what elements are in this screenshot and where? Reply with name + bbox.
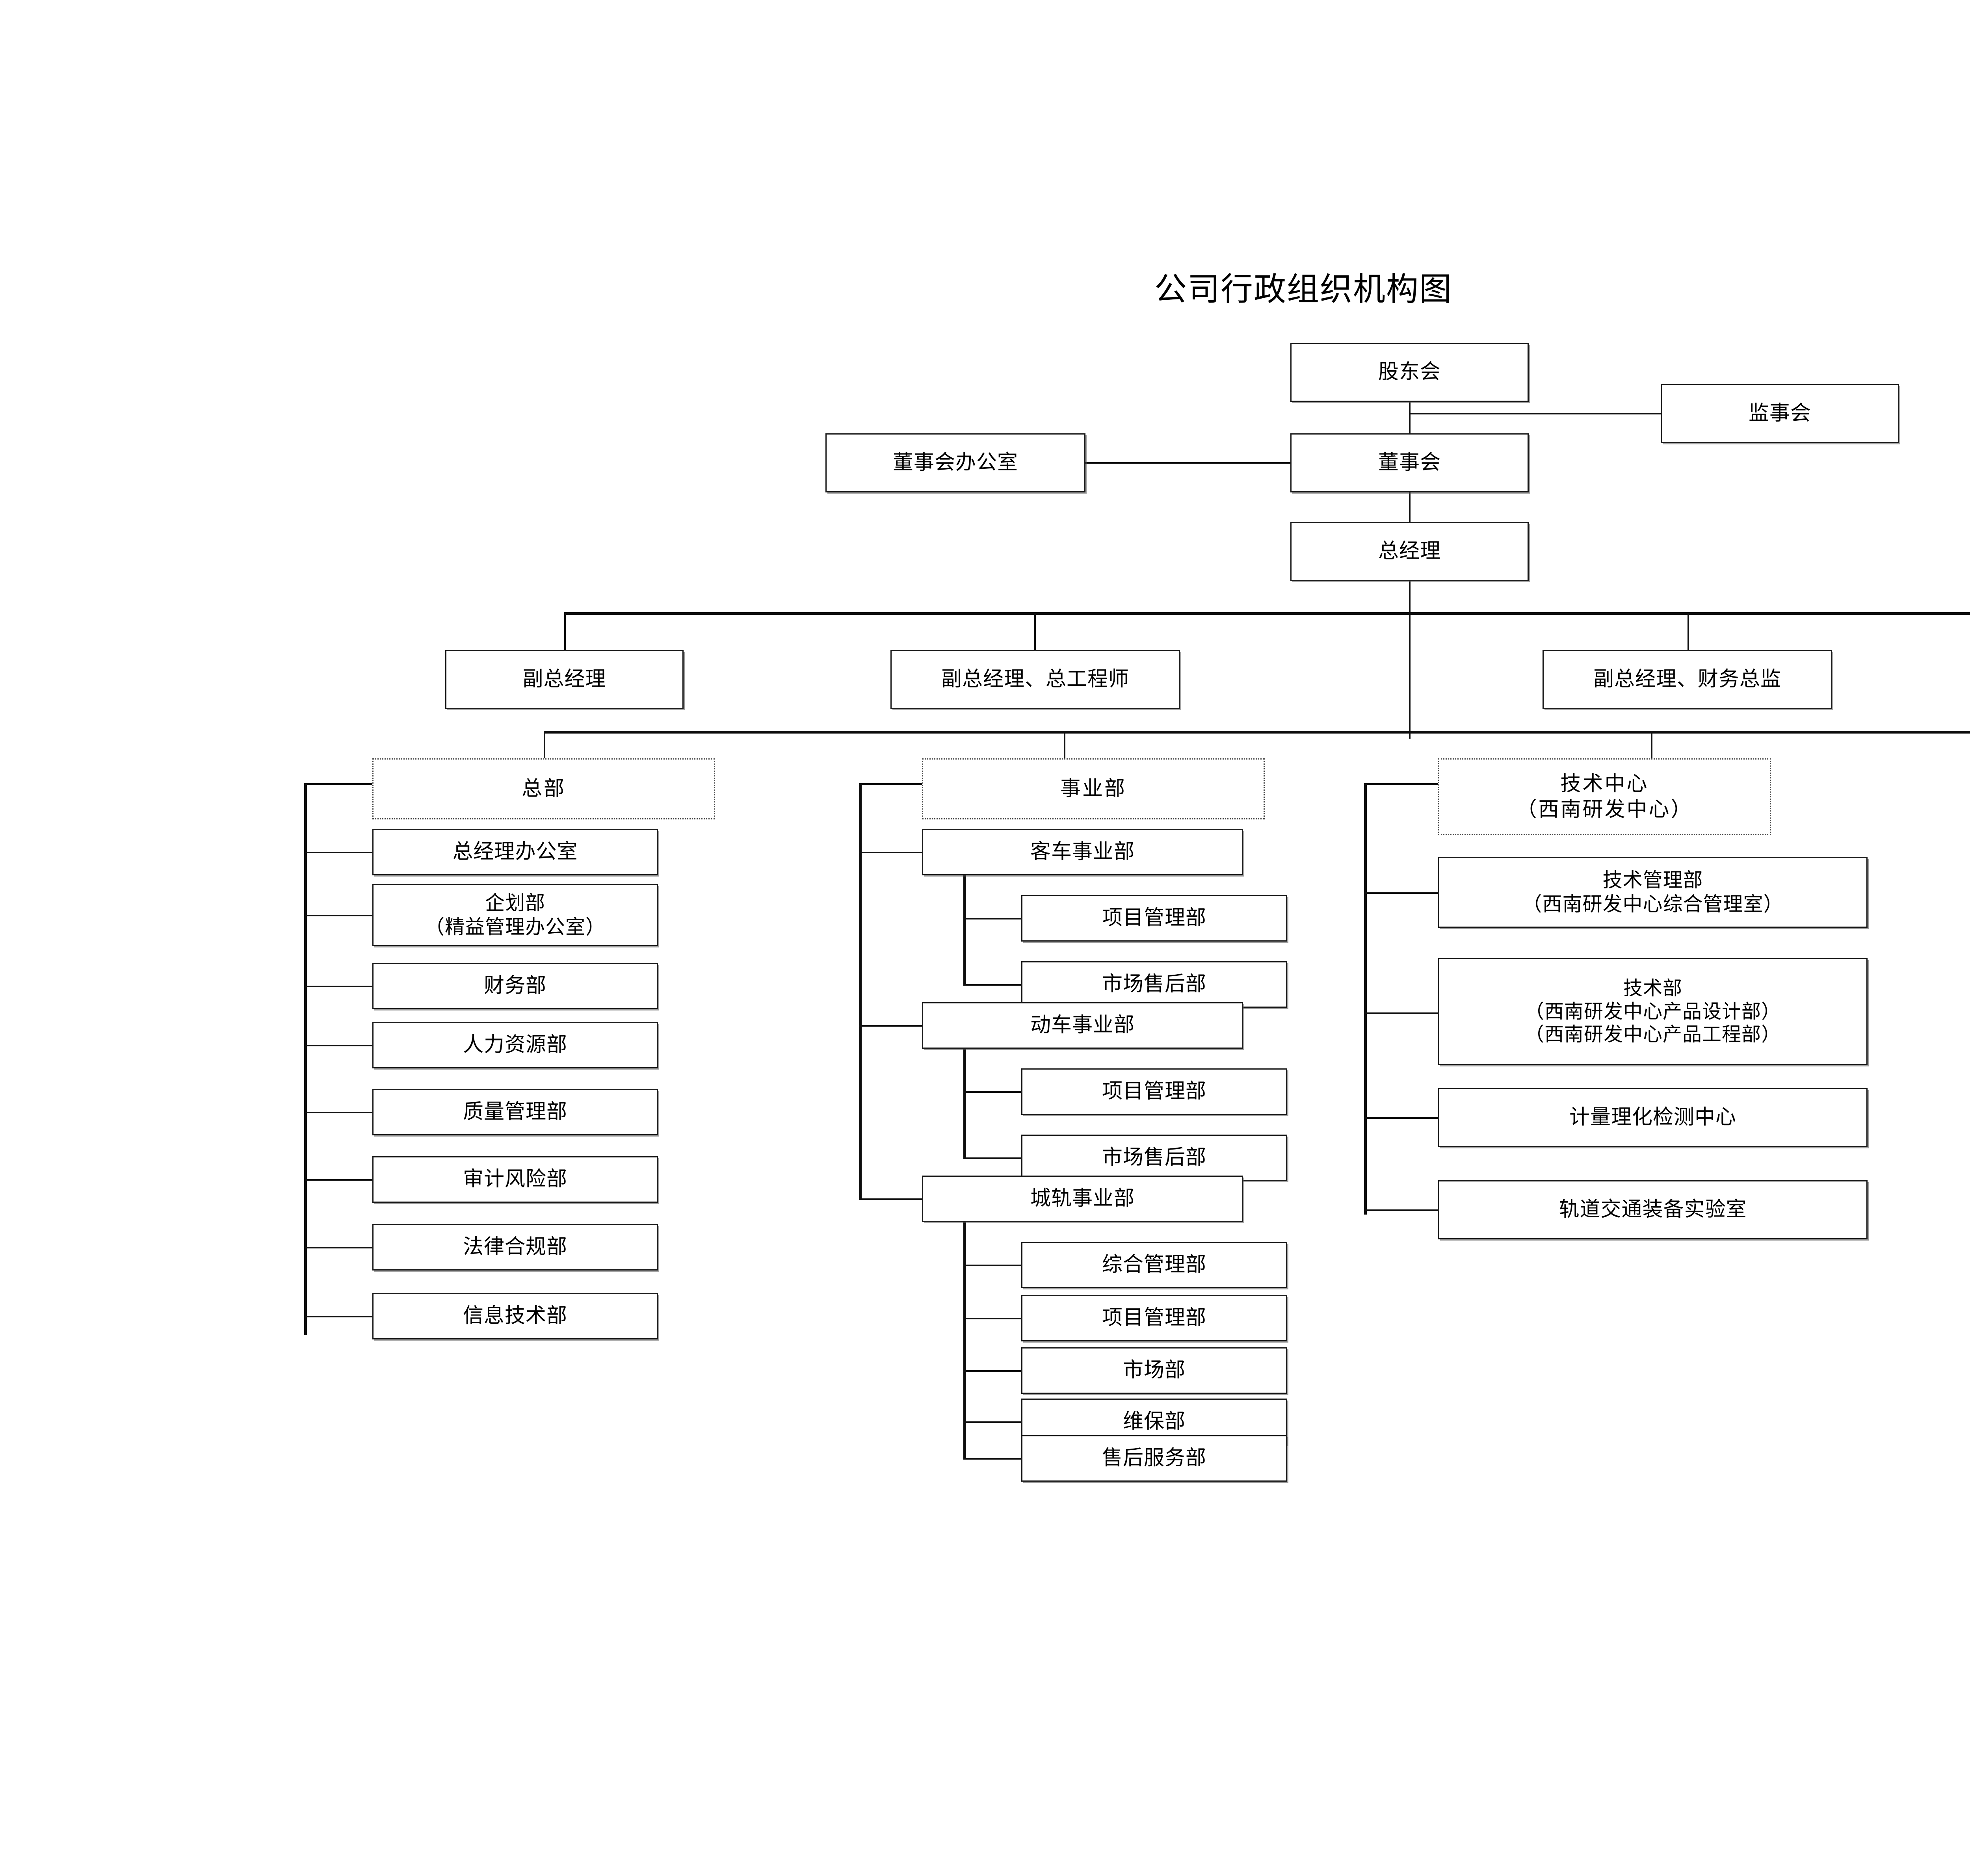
node-executive-1[interactable]: 副总经理、总工程师 xyxy=(890,650,1180,709)
node-board-office[interactable]: 董事会办公室 xyxy=(825,433,1085,492)
bracket-stub-col1-0 xyxy=(859,852,923,853)
bus-divisions xyxy=(544,731,1970,734)
bracket-stub-col2-0 xyxy=(1364,892,1439,894)
node-col0-item-7[interactable]: 信息技术部 xyxy=(372,1293,658,1339)
bracket-stub-col0-3 xyxy=(304,1045,373,1046)
drop-exec-1 xyxy=(1034,612,1036,652)
bracket-stub-col1-2-child-4 xyxy=(963,1458,1022,1460)
bracket-stub-col1-0-child-1 xyxy=(963,984,1022,986)
node-col0-item-3[interactable]: 人力资源部 xyxy=(372,1022,658,1068)
node-executive-0[interactable]: 副总经理 xyxy=(445,650,684,709)
bracket-stub-col0-4 xyxy=(304,1112,373,1113)
node-col0-item-6[interactable]: 法律合规部 xyxy=(372,1224,658,1270)
connector-gm-trunk xyxy=(1409,581,1411,739)
node-col1-item-2-child-4[interactable]: 售后服务部 xyxy=(1021,1435,1287,1482)
bracket-stub-col1-2-child-2 xyxy=(963,1370,1022,1372)
node-col1-item-0-child-1[interactable]: 市场售后部 xyxy=(1021,961,1287,1008)
bracket-spine-col-1 xyxy=(859,783,862,1199)
bracket-spine-col-0 xyxy=(304,783,307,1335)
bracket-stub-col1-2-child-3 xyxy=(963,1421,1022,1423)
bracket-stub-col1-1 xyxy=(859,1025,923,1027)
bracket-stub-col2-2 xyxy=(1364,1117,1439,1119)
node-col1-item-2[interactable]: 城轨事业部 xyxy=(922,1176,1243,1222)
node-supervisors[interactable]: 监事会 xyxy=(1661,384,1899,443)
bus-executives xyxy=(564,612,1970,615)
bracket-spine-col1-0-children xyxy=(963,875,966,984)
bracket-stub-col2-3 xyxy=(1364,1209,1439,1211)
node-col1-item-0[interactable]: 客车事业部 xyxy=(922,829,1243,875)
node-col0-item-2[interactable]: 财务部 xyxy=(372,963,658,1009)
bracket-stub-col0-0 xyxy=(304,852,373,853)
drop-exec-2 xyxy=(1688,612,1689,652)
node-col2-item-0[interactable]: 技术管理部 （西南研发中心综合管理室） xyxy=(1438,857,1868,928)
bracket-stub-col0-7 xyxy=(304,1316,373,1317)
node-col0-item-1[interactable]: 企划部 （精益管理办公室） xyxy=(372,884,658,946)
bracket-spine-col-2 xyxy=(1364,783,1367,1215)
page-title: 公司行政组织机构图 xyxy=(1154,271,1453,308)
node-col2-item-1[interactable]: 技术部 （西南研发中心产品设计部） （西南研发中心产品工程部） xyxy=(1438,958,1868,1065)
node-general-manager[interactable]: 总经理 xyxy=(1290,522,1529,581)
bracket-stub-col0-6 xyxy=(304,1247,373,1248)
bracket-stub-col2-head xyxy=(1364,783,1439,785)
bracket-stub-col0-head xyxy=(304,783,373,785)
connector-supervisors xyxy=(1409,413,1661,414)
connector-board-gm xyxy=(1409,492,1411,522)
bracket-stub-col1-1-child-1 xyxy=(963,1157,1022,1159)
node-executive-2[interactable]: 副总经理、财务总监 xyxy=(1543,650,1832,709)
bracket-stub-col2-1 xyxy=(1364,1012,1439,1014)
node-col1-item-2-child-0[interactable]: 综合管理部 xyxy=(1021,1242,1287,1288)
bracket-stub-col0-5 xyxy=(304,1179,373,1181)
bracket-stub-col1-2-child-0 xyxy=(963,1265,1022,1266)
node-col0-item-5[interactable]: 审计风险部 xyxy=(372,1156,658,1203)
node-shareholders[interactable]: 股东会 xyxy=(1290,343,1529,402)
node-col0-item-0[interactable]: 总经理办公室 xyxy=(372,829,658,875)
node-col2-item-3[interactable]: 轨道交通装备实验室 xyxy=(1438,1180,1868,1239)
node-col1-item-1-child-0[interactable]: 项目管理部 xyxy=(1021,1068,1287,1115)
group-header-technology-center[interactable]: 技术中心 （西南研发中心） xyxy=(1438,758,1771,835)
bracket-spine-col1-1-children xyxy=(963,1049,966,1157)
group-header-business-units[interactable]: 事业部 xyxy=(922,758,1265,819)
bracket-stub-col1-head xyxy=(859,783,923,785)
connector-shareholders-board xyxy=(1409,402,1411,433)
bracket-stub-col0-2 xyxy=(304,986,373,987)
node-board[interactable]: 董事会 xyxy=(1290,433,1529,492)
node-col1-item-2-child-2[interactable]: 市场部 xyxy=(1021,1347,1287,1394)
bracket-stub-col1-0-child-0 xyxy=(963,918,1022,919)
connector-board-office xyxy=(1085,462,1291,464)
drop-exec-0 xyxy=(564,612,566,652)
drop-group-1 xyxy=(1064,731,1065,772)
node-col0-item-4[interactable]: 质量管理部 xyxy=(372,1089,658,1135)
group-header-headquarters[interactable]: 总部 xyxy=(372,758,715,819)
node-col1-item-2-child-1[interactable]: 项目管理部 xyxy=(1021,1295,1287,1341)
node-col1-item-1[interactable]: 动车事业部 xyxy=(922,1002,1243,1049)
node-col1-item-1-child-1[interactable]: 市场售后部 xyxy=(1021,1135,1287,1181)
bracket-spine-col1-2-children xyxy=(963,1222,966,1458)
drop-group-0 xyxy=(544,731,545,772)
node-col1-item-0-child-0[interactable]: 项目管理部 xyxy=(1021,895,1287,942)
bracket-stub-col1-2 xyxy=(859,1198,923,1200)
bracket-stub-col1-2-child-1 xyxy=(963,1318,1022,1319)
drop-group-2 xyxy=(1651,731,1652,772)
bracket-stub-col1-1-child-0 xyxy=(963,1091,1022,1093)
bracket-stub-col0-1 xyxy=(304,915,373,916)
node-col2-item-2[interactable]: 计量理化检测中心 xyxy=(1438,1088,1868,1147)
